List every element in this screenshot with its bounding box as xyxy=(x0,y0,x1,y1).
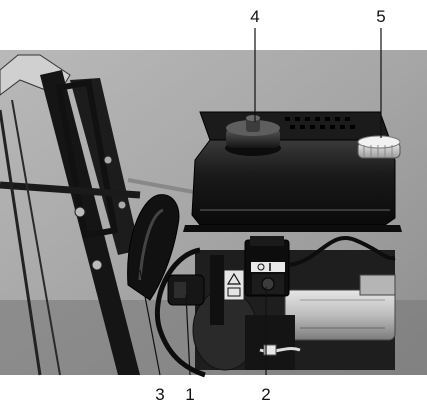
ignition-switch-panel xyxy=(244,236,290,297)
handle-frame xyxy=(0,54,141,376)
callout-label-3: 3 xyxy=(155,385,164,404)
callout-label-5: 5 xyxy=(376,7,385,26)
vent-slots xyxy=(285,117,355,129)
leader-lines xyxy=(139,28,382,376)
callout-label-4: 4 xyxy=(250,7,259,26)
callout-label-2: 2 xyxy=(261,385,270,404)
starter-motor xyxy=(284,289,396,341)
callout-label-1: 1 xyxy=(185,385,194,404)
warning-decal xyxy=(223,269,245,301)
fuel-cap xyxy=(225,115,281,156)
callout-labels: 4 5 3 1 2 xyxy=(155,7,385,404)
leader-line-3 xyxy=(139,269,161,376)
leader-line-1 xyxy=(185,294,191,376)
photograph xyxy=(0,50,427,378)
oil-cap xyxy=(357,135,401,159)
